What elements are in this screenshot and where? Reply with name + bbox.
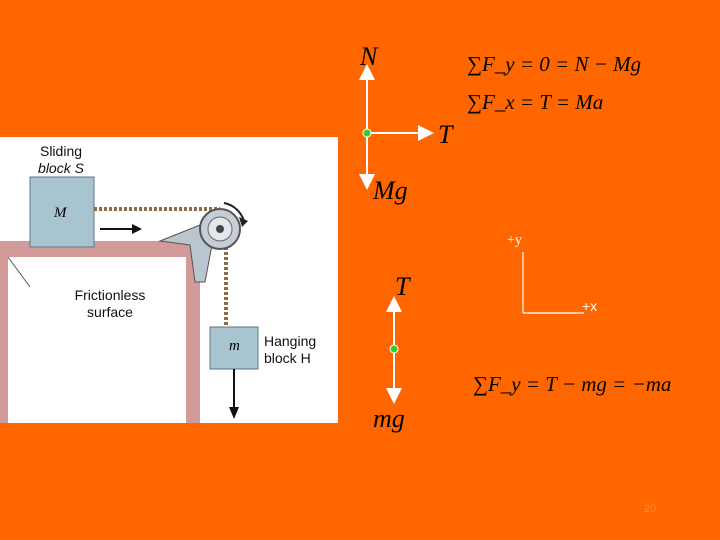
frictionless-label: Frictionless surface [50,287,170,321]
block-M-label: M [54,205,67,221]
pulley-system-diagram [0,137,338,423]
table-inner [8,257,186,423]
weight-label-M: Mg [373,176,408,205]
y-axis-label: +y [507,233,522,248]
block-M [29,176,95,248]
rotation-arrowhead [239,217,248,227]
page-number: 20 [644,503,657,515]
equation-sum-fy-m: ∑F_y = T − mg = −ma [473,372,672,396]
block-M-arrowhead [132,224,142,234]
pulley-axle [216,225,224,233]
block-M-point [362,128,372,138]
frictionless-pointer [7,256,31,288]
sliding-label-line2: block S [38,160,84,176]
tension-label-m: T [395,272,410,301]
normal-label: N [360,42,378,71]
block-m-arrowhead [229,407,239,419]
block-m-label: m [229,338,240,354]
hanging-line1: Hanging [264,333,317,349]
tension-label-M: T [438,120,453,149]
equation-sum-fx-M: ∑F_x = T = Ma [467,90,604,114]
frictionless-line2: surface [87,304,133,320]
block-m-point [389,344,399,354]
equation-sum-fy-M: ∑F_y = 0 = N − Mg [467,52,642,76]
x-axis-label: +x [582,298,598,314]
hanging-line2: block H [264,350,311,366]
hanging-block-label: Hanging block H [264,333,334,367]
sliding-block-label: Sliding block S [26,143,96,177]
sliding-label-line1: Sliding [39,143,83,159]
weight-label-m: mg [373,404,405,433]
frictionless-line1: Frictionless [74,287,146,303]
block-m [209,326,259,370]
